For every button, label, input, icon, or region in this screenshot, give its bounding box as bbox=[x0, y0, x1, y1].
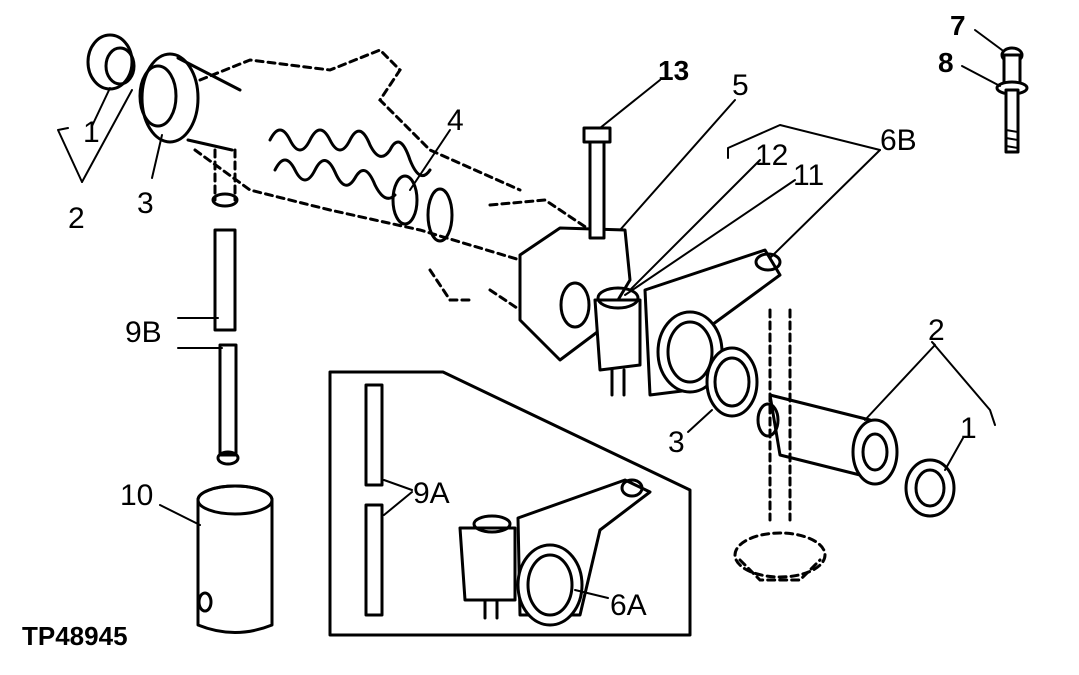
callout-3-right: 3 bbox=[668, 426, 685, 459]
callout-7: 7 bbox=[950, 10, 966, 41]
cam-follower bbox=[196, 484, 274, 634]
right-washer bbox=[705, 346, 759, 418]
inset-box bbox=[328, 370, 692, 637]
callout-3-left: 3 bbox=[137, 187, 154, 220]
callout-1-right: 1 bbox=[960, 412, 977, 445]
callout-4: 4 bbox=[447, 104, 464, 137]
callout-12: 12 bbox=[755, 139, 788, 172]
callout-6b: 6B bbox=[880, 124, 917, 157]
right-shaft-plug bbox=[904, 458, 956, 518]
right-shaft-end bbox=[756, 393, 899, 486]
adjusting-bolt bbox=[995, 46, 1029, 154]
leader-lines bbox=[57, 29, 1003, 599]
rocker-arm-6b bbox=[593, 248, 782, 397]
callout-2-left: 2 bbox=[68, 202, 85, 235]
callout-9a: 9A bbox=[413, 477, 450, 510]
callout-6a: 6A bbox=[610, 589, 647, 622]
rocker-shaft-assembly bbox=[193, 48, 602, 312]
push-rod-9b bbox=[213, 228, 240, 466]
callout-13: 13 bbox=[658, 55, 689, 86]
callout-1-left: 1 bbox=[83, 116, 100, 149]
callout-10: 10 bbox=[120, 479, 153, 512]
valve-hidden bbox=[733, 308, 827, 582]
callout-8: 8 bbox=[938, 47, 954, 78]
callout-2-right: 2 bbox=[928, 314, 945, 347]
callout-5: 5 bbox=[732, 69, 749, 102]
figure-reference-id: TP48945 bbox=[22, 621, 128, 651]
left-shaft-end-and-washer bbox=[138, 52, 242, 152]
left-shaft-plug bbox=[86, 33, 136, 91]
callout-11: 11 bbox=[793, 159, 824, 192]
callout-9b: 9B bbox=[125, 316, 162, 349]
